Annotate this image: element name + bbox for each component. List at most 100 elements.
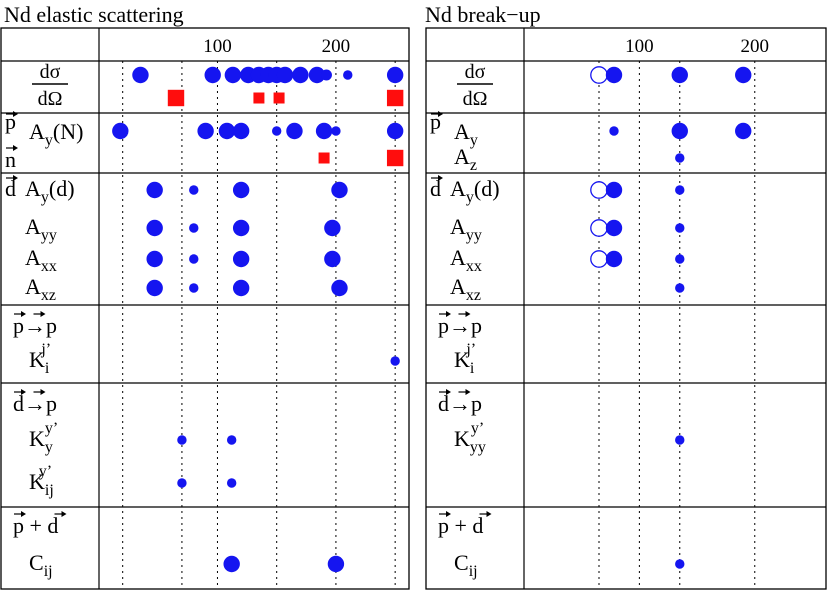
coefficient-label: Kyyy’ xyxy=(454,420,486,456)
open-measurement-circle xyxy=(590,66,608,84)
planned-measurement-square xyxy=(386,149,404,167)
vector-arrow-icon xyxy=(479,511,492,517)
domega-label: dΩ xyxy=(463,88,488,110)
coefficient-label: Kij’ xyxy=(29,341,51,377)
domega-label: dΩ xyxy=(38,88,63,110)
measurement-dot xyxy=(177,435,187,445)
measurement-dot xyxy=(324,250,341,268)
polarized-proton-symbol: p xyxy=(430,109,441,134)
measurement-dot xyxy=(327,555,345,573)
polarized-proton-symbol: p xyxy=(5,109,16,134)
measurement-dot xyxy=(132,66,149,84)
vector-arrow-icon xyxy=(14,389,26,395)
analyzing-power-label: Axz xyxy=(25,274,56,304)
measurement-dot xyxy=(315,122,333,140)
measurement-dot xyxy=(320,69,332,81)
vector-arrow-icon xyxy=(33,389,46,395)
observable-row-cross-section: dσ dΩ xyxy=(457,61,752,110)
reaction-label: p + d xyxy=(13,513,58,538)
measurement-dot xyxy=(331,181,348,199)
coefficient-label: Kyy’ xyxy=(29,420,58,456)
measurement-dot xyxy=(226,435,237,445)
measurement-dot xyxy=(189,283,199,293)
coefficient-label: Kij’ xyxy=(454,341,476,377)
reaction-label: d→p xyxy=(438,391,482,416)
planned-measurement-square xyxy=(167,89,185,107)
measurement-dot xyxy=(324,219,341,237)
analyzing-power-label: Axx xyxy=(25,245,57,275)
ay-label: Ay(N) xyxy=(29,119,83,149)
analyzing-power-label: Ay(d) xyxy=(25,176,75,206)
measurement-dot xyxy=(232,122,250,140)
open-measurement-circle xyxy=(590,219,608,237)
measurement-dot xyxy=(390,356,400,366)
planned-measurement-square xyxy=(318,152,330,164)
vector-arrow-icon xyxy=(431,175,443,181)
measurement-dot xyxy=(232,181,250,199)
open-measurement-circle xyxy=(590,250,608,268)
analyzing-power-label: Axz xyxy=(450,274,481,304)
vector-arrow-icon xyxy=(439,311,451,317)
measurement-dot xyxy=(735,66,752,84)
vector-arrow-icon xyxy=(458,311,471,317)
measurement-dot xyxy=(605,219,623,237)
measurement-dot xyxy=(271,126,282,136)
measurement-dot xyxy=(675,185,685,195)
analyzing-power-label: Ayy xyxy=(25,214,57,244)
reaction-label: d→p xyxy=(13,391,57,416)
dsigma-label: dσ xyxy=(465,61,486,83)
panel-frame xyxy=(425,27,827,590)
measurement-dot xyxy=(189,254,199,264)
measurement-dot xyxy=(224,66,242,84)
measurement-dot xyxy=(112,122,129,140)
vector-arrow-icon xyxy=(439,389,451,395)
ay-label: Ay xyxy=(454,119,478,149)
polarized-deuteron-symbol: d xyxy=(430,176,441,201)
coefficient-label: Kijy’ xyxy=(29,463,54,499)
measurement-dot xyxy=(292,66,309,84)
measurement-dot xyxy=(675,153,685,163)
planned-measurement-square xyxy=(273,92,285,104)
analyzing-power-label: Ay(d) xyxy=(450,176,500,206)
planned-measurement-square xyxy=(386,89,404,107)
measurement-dot xyxy=(331,126,341,136)
measurement-dot xyxy=(735,122,752,140)
measurement-dot xyxy=(218,122,236,140)
analyzing-power-label: Ayy xyxy=(450,214,482,244)
measurement-dot xyxy=(232,250,250,268)
coefficient-label: Cij xyxy=(29,550,53,580)
measurement-dot xyxy=(675,435,685,445)
elastic-panel-title: Nd elastic scattering xyxy=(4,2,184,27)
measurement-dot xyxy=(226,478,237,488)
measurement-dot xyxy=(609,126,619,136)
measurement-dot xyxy=(671,66,688,84)
polarized-deuteron-symbol: d xyxy=(5,176,16,201)
vector-arrow-icon xyxy=(33,311,46,317)
measurement-dot xyxy=(189,185,199,195)
open-measurement-circle xyxy=(590,181,608,199)
measurement-dot xyxy=(605,250,623,268)
measurement-dot xyxy=(146,219,163,237)
x-tick-label: 100 xyxy=(203,36,232,57)
measurement-dot xyxy=(146,181,163,199)
measurement-dot xyxy=(331,279,348,297)
measurement-dot xyxy=(223,555,240,573)
measurement-dot xyxy=(204,66,221,84)
measurement-dot xyxy=(675,223,685,233)
reaction-label: p→p xyxy=(13,313,57,338)
x-tick-label: 200 xyxy=(322,36,351,57)
dsigma-label: dσ xyxy=(40,61,61,83)
analyzing-power-label: Axx xyxy=(450,245,482,275)
az-label: Az xyxy=(454,144,477,174)
vector-arrow-icon xyxy=(14,511,26,517)
measurement-dot xyxy=(232,279,250,297)
measurement-dot xyxy=(232,219,250,237)
